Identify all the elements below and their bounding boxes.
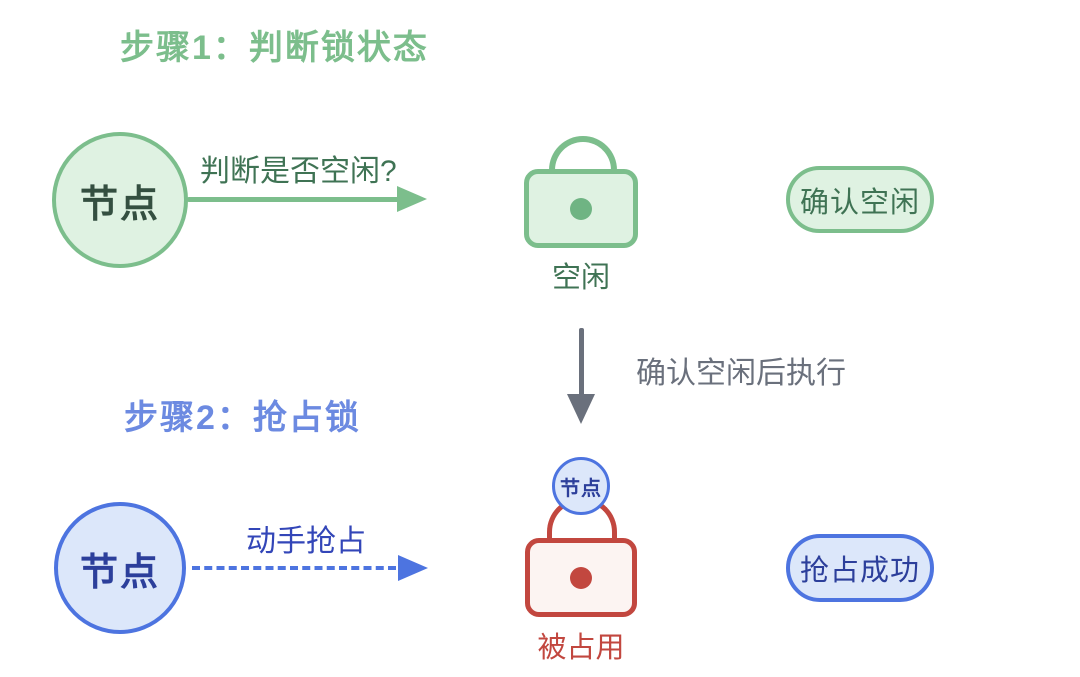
step2-arrow-label: 动手抢占 [246, 525, 366, 558]
occupier-node-label: 节点 [560, 477, 602, 500]
occupier-node-badge: 节点 [552, 457, 610, 515]
transition-label: 确认空闲后执行 [636, 357, 846, 390]
step1-arrow-line [187, 197, 399, 202]
step1-title: 步骤1：判断锁状态 [120, 29, 429, 67]
confirm-idle-pill: 确认空闲 [786, 166, 934, 233]
step2-arrow-line [192, 566, 396, 570]
seize-success-pill: 抢占成功 [786, 534, 934, 602]
step1-arrow-head-icon [397, 186, 427, 212]
step1-node-label: 节点 [79, 183, 160, 226]
idle-lock-label: 空闲 [551, 262, 610, 294]
step1-node-circle: 节点 [52, 132, 188, 268]
step2-node-circle: 节点 [54, 502, 186, 634]
occupied-lock-label: 被占用 [537, 632, 625, 664]
step2-arrow-head-icon [398, 555, 428, 581]
step2-title: 步骤2：抢占锁 [124, 399, 361, 437]
idle-lock-icon [524, 169, 638, 248]
step1-arrow-label: 判断是否空闲? [200, 155, 397, 188]
idle-lock-keyhole-icon [570, 197, 592, 220]
step2-node-label: 节点 [79, 551, 160, 594]
transition-arrow-line [579, 328, 584, 398]
transition-arrow-head-icon [567, 394, 595, 424]
idle-lock-shackle-icon [549, 136, 617, 186]
occupied-lock-keyhole-icon [570, 566, 592, 589]
occupied-lock-icon [525, 538, 637, 617]
